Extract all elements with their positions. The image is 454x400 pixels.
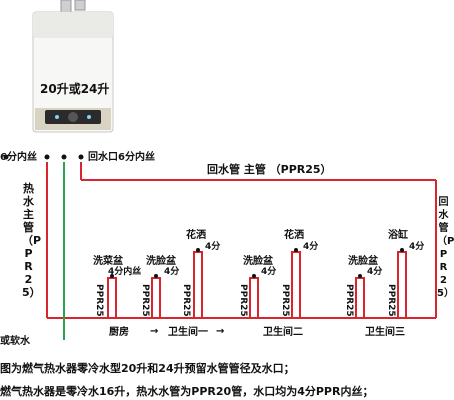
return-main-label: 回水管 主管 （PPR25）	[207, 163, 332, 176]
fixture-pipe-label: PPR25	[181, 284, 191, 317]
fixture-size: 4分	[164, 267, 180, 277]
return-inlet-label: 回水口6分内丝	[88, 152, 155, 163]
water-heater	[27, 0, 119, 133]
flow-arrow: →	[150, 326, 159, 337]
fixture-size: 4分	[409, 242, 425, 252]
room-label: 卫生间二	[263, 327, 303, 338]
return-main-pipe	[80, 162, 437, 318]
fixture-outlet-dots	[110, 248, 404, 278]
fixture-size: 4分	[205, 242, 221, 252]
note-line-2: 燃气热水器是零冷水16升，热水水管为PPR20管，水口均为4分PPR内丝；	[0, 385, 374, 398]
fixture-name: 花洒	[284, 230, 304, 241]
fixture-pipe-label: PPR25	[344, 284, 354, 317]
note-line-1: 图为燃气热水器零冷水型20升和24升预留水管管径及水口；	[0, 362, 295, 375]
fixture-name: 花洒	[186, 230, 206, 241]
fixture-pipe-label: PPR25	[238, 284, 248, 317]
fixture-name: 洗脸盆	[146, 256, 176, 267]
fixture-name: 洗脸盆	[348, 256, 378, 267]
heater-capacity-label: 20升或24升	[40, 82, 110, 96]
fixture-pipe-label: PPR25	[280, 284, 290, 317]
fixture-size: 4分	[367, 267, 383, 277]
fixture-size: 4分	[261, 267, 277, 277]
fixture-size: 4分	[303, 242, 319, 252]
fixture-name: 洗脸盆	[243, 256, 273, 267]
room-label: 卫生间三	[365, 327, 405, 338]
water-heater-icon	[32, 0, 114, 133]
connector-dots	[3, 154, 84, 160]
flow-arrow: →	[216, 326, 225, 337]
right-main-vertical-label: 回水管（PPR25）	[437, 197, 454, 299]
room-label: 卫生间一	[168, 327, 208, 338]
fixture-pipe-label: PPR25	[94, 284, 104, 317]
fixture-size: 4分内丝	[108, 267, 142, 277]
cold-inlet-label: 或软水	[0, 336, 30, 347]
hot-water-main	[46, 162, 436, 319]
hot-main-vertical-label: 热水主管（PPR25）	[22, 182, 42, 299]
hot-outlet-label: 6分内丝	[0, 152, 37, 163]
fixture-pipe-label: PPR25	[386, 284, 396, 317]
fixture-name: 洗菜盆	[93, 256, 123, 267]
room-label: 厨房	[109, 327, 129, 338]
fixture-pipe-label: PPR25	[140, 284, 150, 317]
fixture-name: 浴缸	[388, 230, 408, 241]
